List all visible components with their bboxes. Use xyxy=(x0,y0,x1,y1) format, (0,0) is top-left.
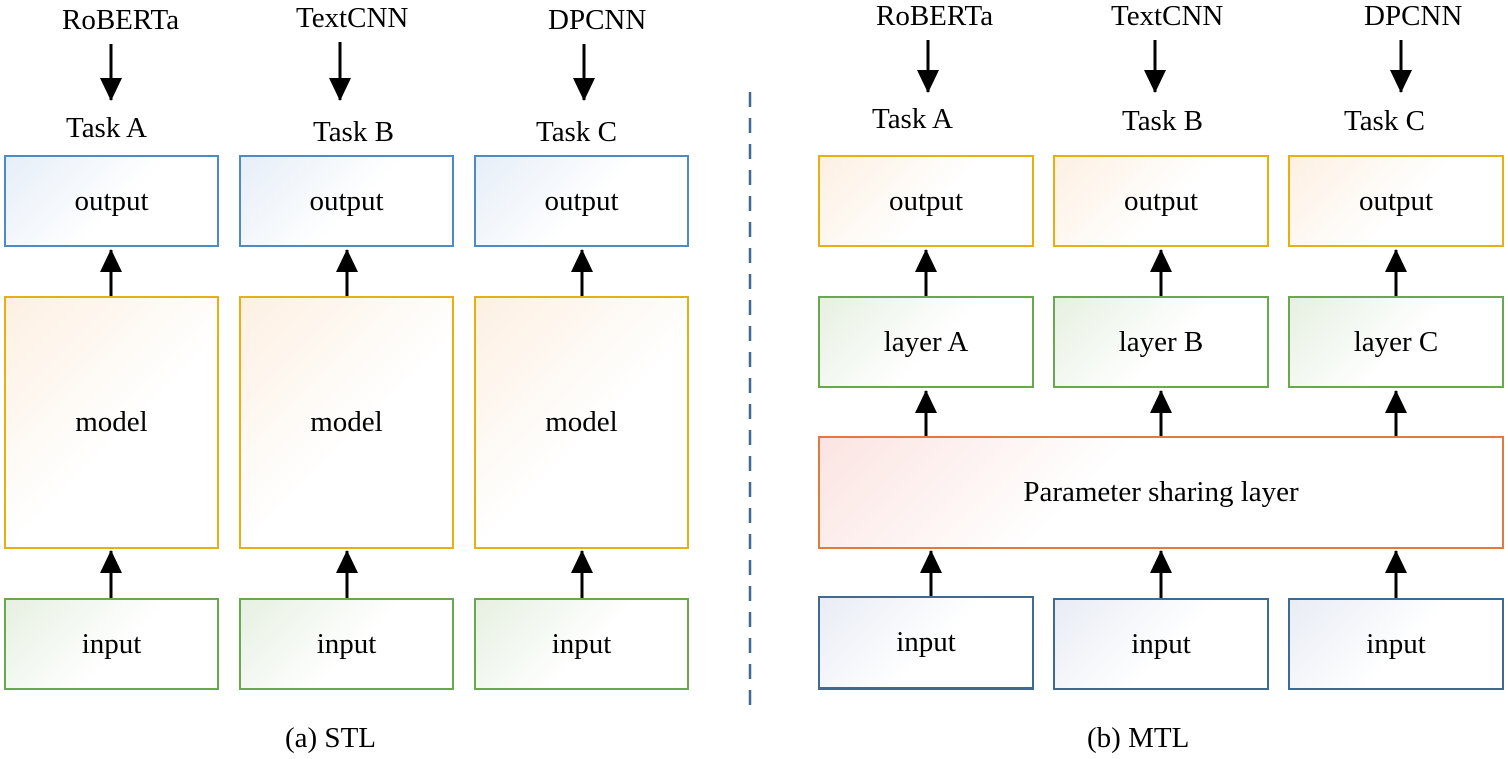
stl-output-box-a: output xyxy=(4,155,219,247)
mtl-output-label-a: output xyxy=(888,184,964,217)
stl-output-label-b: output xyxy=(309,184,384,217)
mtl-caption: (b) MTL xyxy=(1087,722,1190,754)
mtl-model-name-b: TextCNN xyxy=(1111,0,1224,32)
stl-task-c: Task C xyxy=(536,116,617,148)
stl-arrows-input-model xyxy=(100,550,593,598)
mtl-input-box-b: input xyxy=(1053,598,1269,690)
mtl-shared-layer-label: Parameter sharing layer xyxy=(1023,476,1299,508)
stl-model-name-b: TextCNN xyxy=(296,2,409,34)
mtl-layer-label-a: layer A xyxy=(883,325,969,358)
mtl-layer-label-b: layer B xyxy=(1118,325,1204,358)
mtl-arrowhead-layer-output-c xyxy=(1385,249,1407,272)
stl-arrowhead-input-model-b xyxy=(336,550,358,573)
mtl-arrowhead-down-b xyxy=(1144,70,1166,93)
stl-arrowhead-model-output-b xyxy=(336,249,358,272)
mtl-output-label-b: output xyxy=(1123,184,1199,217)
mtl-arrowhead-input-shared-a xyxy=(920,550,942,573)
mtl-shared-layer-box: Parameter sharing layer xyxy=(818,436,1504,549)
stl-arrows-model-output xyxy=(100,249,593,296)
stl-arrows-down xyxy=(100,42,595,101)
stl-arrowhead-model-output-a xyxy=(100,249,122,272)
mtl-arrowhead-layer-output-b xyxy=(1150,249,1172,272)
mtl-task-b: Task B xyxy=(1122,105,1203,137)
mtl-arrowhead-down-c xyxy=(1390,70,1412,93)
mtl-arrows-down xyxy=(917,40,1412,93)
mtl-arrows-input-shared xyxy=(920,550,1407,598)
stl-arrowhead-input-model-c xyxy=(571,550,593,573)
mtl-arrowhead-shared-layer-b xyxy=(1150,390,1172,413)
stl-arrowhead-model-output-c xyxy=(571,249,593,272)
mtl-layer-box-a: layer A xyxy=(818,296,1034,388)
stl-model-name-c: DPCNN xyxy=(548,4,647,36)
mtl-task-c: Task C xyxy=(1344,105,1425,137)
stl-input-label-b: input xyxy=(316,627,377,660)
mtl-arrows-layer-output xyxy=(915,249,1407,296)
stl-output-label-a: output xyxy=(74,184,149,217)
stl-task-a: Task A xyxy=(66,112,147,144)
mtl-output-box-b: output xyxy=(1053,155,1269,247)
mtl-input-label-a: input xyxy=(896,626,956,658)
mtl-arrowhead-layer-output-a xyxy=(915,249,937,272)
mtl-output-box-c: output xyxy=(1288,155,1504,247)
stl-arrowhead-down-c xyxy=(573,78,595,101)
stl-output-label-c: output xyxy=(544,184,619,217)
mtl-arrowhead-down-a xyxy=(917,70,939,93)
stl-arrowhead-down-b xyxy=(329,78,351,101)
stl-caption: (a) STL xyxy=(285,722,376,754)
mtl-arrowhead-shared-layer-c xyxy=(1385,390,1407,413)
mtl-layer-box-c: layer C xyxy=(1288,296,1504,388)
stl-model-label-a: model xyxy=(75,406,148,438)
stl-model-box-a: model xyxy=(4,296,219,549)
stl-arrowhead-input-model-a xyxy=(100,550,122,573)
stl-model-box-c: model xyxy=(474,296,689,549)
mtl-output-label-c: output xyxy=(1358,184,1434,217)
stl-model-box-b: model xyxy=(239,296,454,549)
mtl-arrows-shared-layer xyxy=(915,390,1407,436)
mtl-model-name-a: RoBERTa xyxy=(876,0,994,32)
mtl-model-name-c: DPCNN xyxy=(1364,0,1463,32)
stl-output-box-b: output xyxy=(239,155,454,247)
stl-input-box-c: input xyxy=(474,598,689,690)
mtl-output-box-a: output xyxy=(818,155,1034,247)
stl-model-label-b: model xyxy=(310,406,383,438)
mtl-arrowhead-input-shared-b xyxy=(1150,550,1172,573)
mtl-input-box-a: input xyxy=(818,596,1034,690)
mtl-task-a: Task A xyxy=(872,103,953,135)
stl-model-label-c: model xyxy=(545,406,618,438)
mtl-input-label-c: input xyxy=(1366,627,1426,660)
stl-output-box-c: output xyxy=(474,155,689,247)
mtl-input-box-c: input xyxy=(1288,598,1504,690)
mtl-input-label-b: input xyxy=(1131,627,1191,660)
stl-model-name-a: RoBERTa xyxy=(62,4,180,36)
mtl-arrowhead-shared-layer-a xyxy=(915,390,937,413)
stl-input-box-a: input xyxy=(4,598,219,690)
stl-arrowhead-down-a xyxy=(100,78,122,101)
mtl-layer-label-c: layer C xyxy=(1353,325,1439,358)
mtl-layer-box-b: layer B xyxy=(1053,296,1269,388)
stl-input-label-c: input xyxy=(551,627,612,660)
mtl-arrowhead-input-shared-c xyxy=(1385,550,1407,573)
stl-task-b: Task B xyxy=(313,116,394,148)
stl-input-box-b: input xyxy=(239,598,454,690)
stl-input-label-a: input xyxy=(81,627,142,660)
